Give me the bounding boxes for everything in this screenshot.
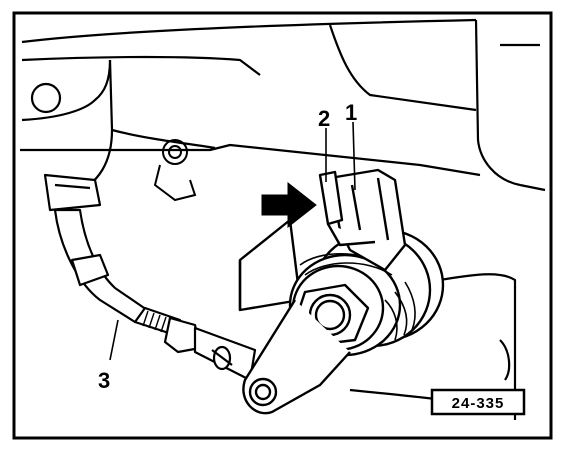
direction-arrow xyxy=(261,181,317,229)
leader-lines xyxy=(109,121,356,361)
reference-box xyxy=(430,388,526,416)
callout-1: 1 xyxy=(345,100,357,125)
mounting-bolt xyxy=(153,139,197,202)
cable-assembly xyxy=(43,173,257,382)
engine-block-outline xyxy=(20,18,546,420)
callout-2: 2 xyxy=(318,106,330,131)
reference-number: 24-335 xyxy=(452,395,505,412)
callout-3: 3 xyxy=(98,368,110,393)
tensioner-assembly xyxy=(238,168,445,415)
